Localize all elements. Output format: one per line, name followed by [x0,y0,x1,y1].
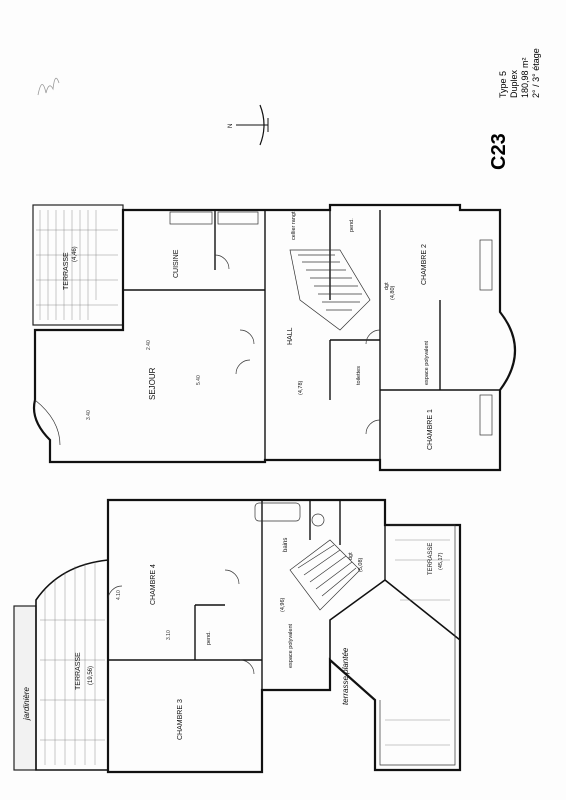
upper-staircase [289,249,371,331]
lower-terrasse-area: (19,56) [88,666,94,685]
hall-label: HALL [287,327,294,345]
terrasse-hatch [36,210,118,320]
jardiniere-label: jardinière [22,687,31,721]
cuisine-label: CUISINE [173,249,180,278]
lower-terrasse-label: TERRASSE [75,652,82,690]
north-label: N [228,124,234,128]
cellier-label: cellier rangt [291,211,297,240]
terrasse-plantee-label: terrasse plantée [341,647,350,705]
upper-terrasse-label: TERRASSE [63,252,70,290]
plan-kind: Duplex [509,69,519,98]
plan-floors: 2° / 3° étage [531,48,541,98]
lower-dgt-area: (5,08) [358,557,364,572]
svg-text:2.40: 2.40 [146,340,152,350]
upper-hall-area: (4,78) [298,380,304,395]
bains-label: bains [283,538,289,552]
upper-terrasse-area: (4,46) [72,246,78,262]
svg-text:4.10: 4.10 [116,590,122,600]
lower-floor-plan: 3.10 4.10 [13,498,462,774]
terrasse-plantee-hatch [385,539,450,746]
upper-dgt-label: dgt [384,282,390,290]
sejour-label: SEJOUR [148,367,157,400]
chambre-1-label: CHAMBRE 1 [427,409,434,450]
plan-code: C23 [488,133,510,170]
north-arrow-icon [236,104,269,146]
chambre-4-label: CHAMBRE 4 [150,564,157,605]
upper-pend-label: pend. [349,218,355,232]
chambre-2-label: CHAMBRE 2 [421,244,428,285]
lower-right-terrasse-area: (45,17) [438,552,444,570]
svg-text:3.10: 3.10 [166,630,172,640]
lower-dgt-label: dgt [348,552,354,560]
plan-area: 180,98 m² [520,57,530,98]
lower-espace-area: (4,96) [280,597,286,612]
plan-type: Type 5 [498,71,508,98]
lower-espace-label: espace polyvalent [288,623,294,668]
handwritten-mark [37,77,60,96]
svg-text:5.40: 5.40 [196,375,202,385]
lower-pend-label: pend. [206,631,212,645]
chambre-3-label: CHAMBRE 3 [177,699,184,740]
upper-dgt-area: (4,80) [390,285,396,300]
lower-right-terrasse-label: TERRASSE [428,543,434,575]
upper-floor-plan: 2.40 5.40 3.40 [32,203,517,472]
upper-espace-label: espace polyvalent [424,340,430,385]
toilettes-label: toilettes [356,366,362,385]
svg-text:3.40: 3.40 [86,410,92,420]
lower-staircase [289,539,361,611]
lower-terrasse-hatch [40,561,105,765]
